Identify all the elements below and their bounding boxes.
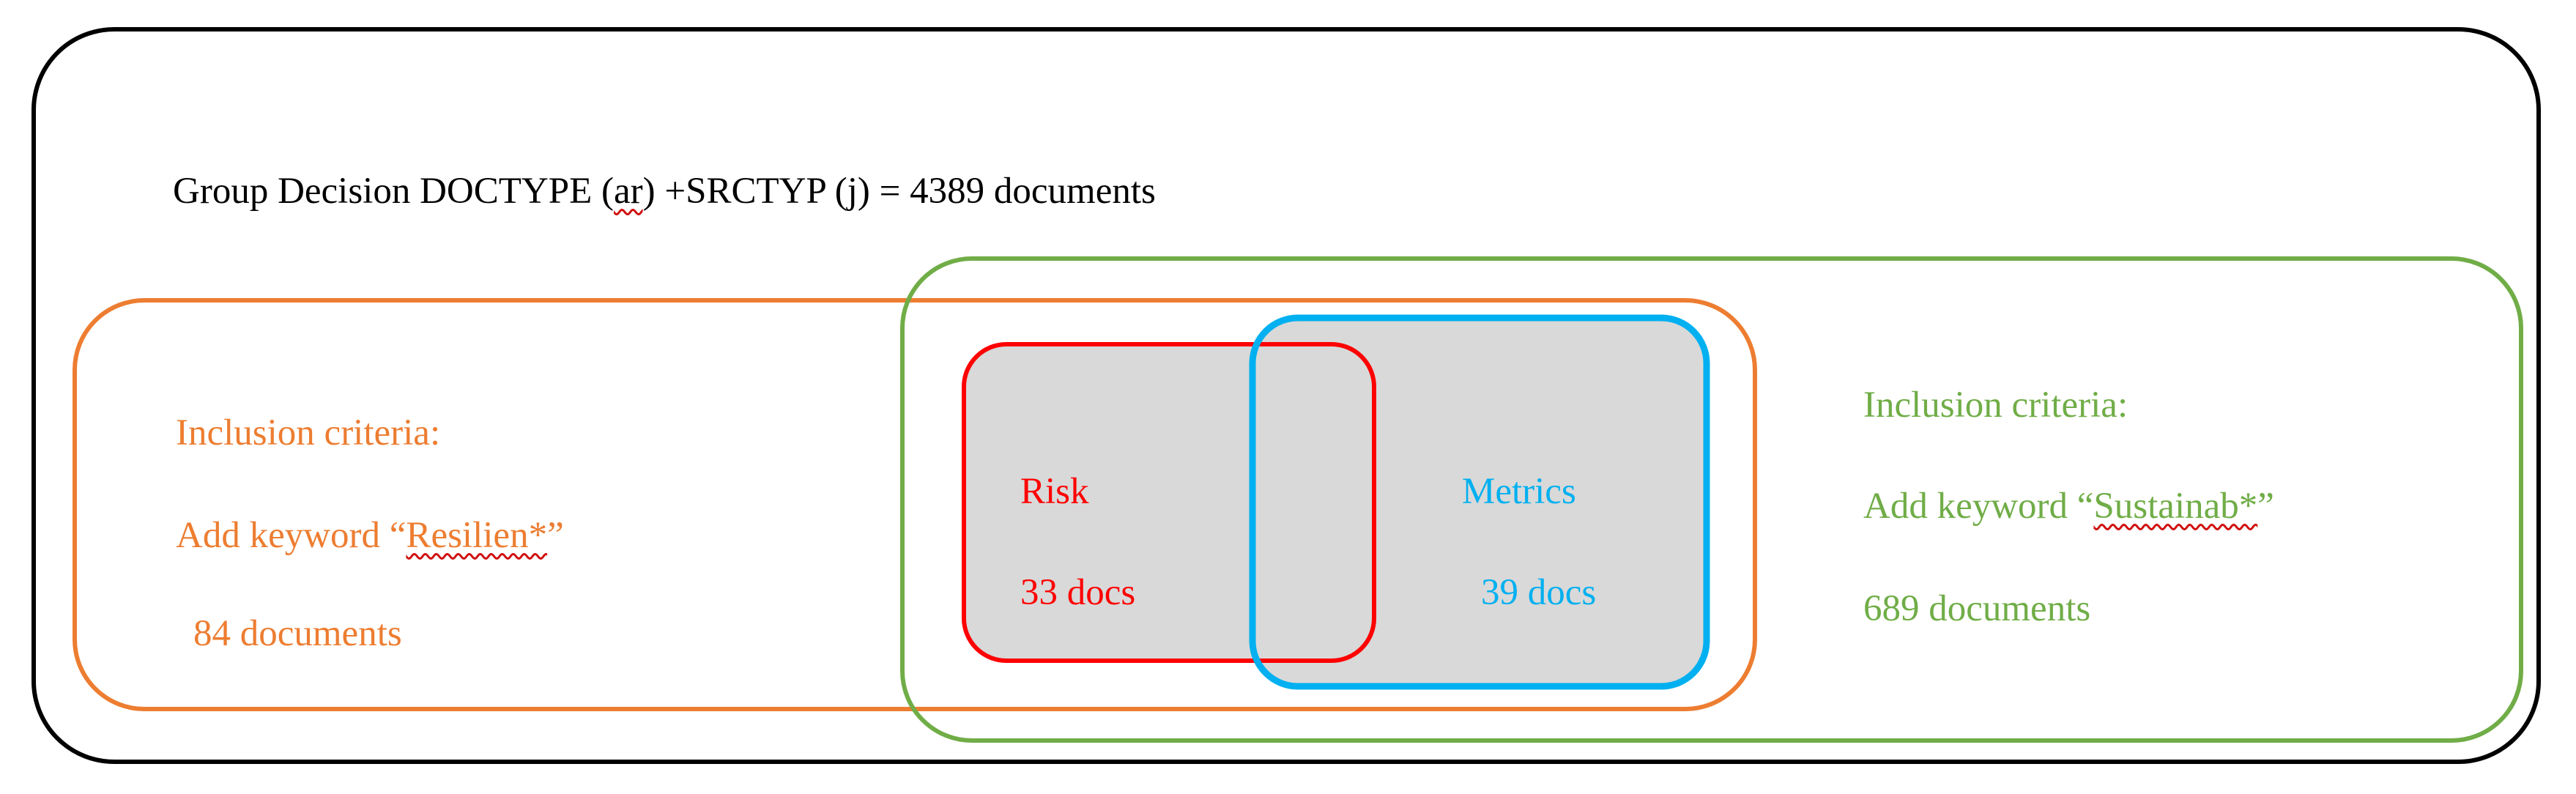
sustainability-set-box bbox=[900, 256, 2523, 743]
heading-prefix: Group Decision DOCTYPE ( bbox=[173, 171, 615, 212]
sustainability-keyword-prefix: Add keyword “ bbox=[1863, 486, 2094, 527]
resilience-keyword: Add keyword “Resilien*” bbox=[176, 517, 564, 554]
risk-set-box bbox=[962, 342, 1376, 663]
metrics-fill bbox=[1252, 318, 1707, 686]
resilience-criteria-label: Inclusion criteria: bbox=[176, 412, 441, 453]
outer-set-heading: Group Decision DOCTYPE (ar) +SRCTYP (j) … bbox=[173, 173, 1156, 210]
resilience-keyword-term: Resilien* bbox=[406, 515, 548, 556]
metrics-set-box bbox=[1249, 314, 1710, 690]
metrics-label: Metrics bbox=[1462, 471, 1576, 512]
sustainability-keyword-term: Sustainab* bbox=[2093, 486, 2258, 527]
metrics-count: 39 docs bbox=[1481, 572, 1597, 613]
sustainability-keyword-suffix: ” bbox=[2257, 486, 2274, 527]
risk-label: Risk bbox=[1020, 471, 1089, 512]
sustainability-count: 689 documents bbox=[1863, 588, 2091, 629]
sustainability-criteria-label: Inclusion criteria: bbox=[1863, 385, 2128, 426]
heading-flagged-word: ar bbox=[614, 171, 643, 212]
heading-suffix: ) +SRCTYP (j) = 4389 documents bbox=[642, 171, 1156, 212]
sustainability-keyword: Add keyword “Sustainab*” bbox=[1863, 488, 2274, 525]
resilience-keyword-prefix: Add keyword “ bbox=[176, 515, 407, 556]
risk-count: 33 docs bbox=[1020, 572, 1136, 613]
resilience-keyword-suffix: ” bbox=[547, 515, 564, 556]
resilience-count: 84 documents bbox=[193, 613, 402, 654]
